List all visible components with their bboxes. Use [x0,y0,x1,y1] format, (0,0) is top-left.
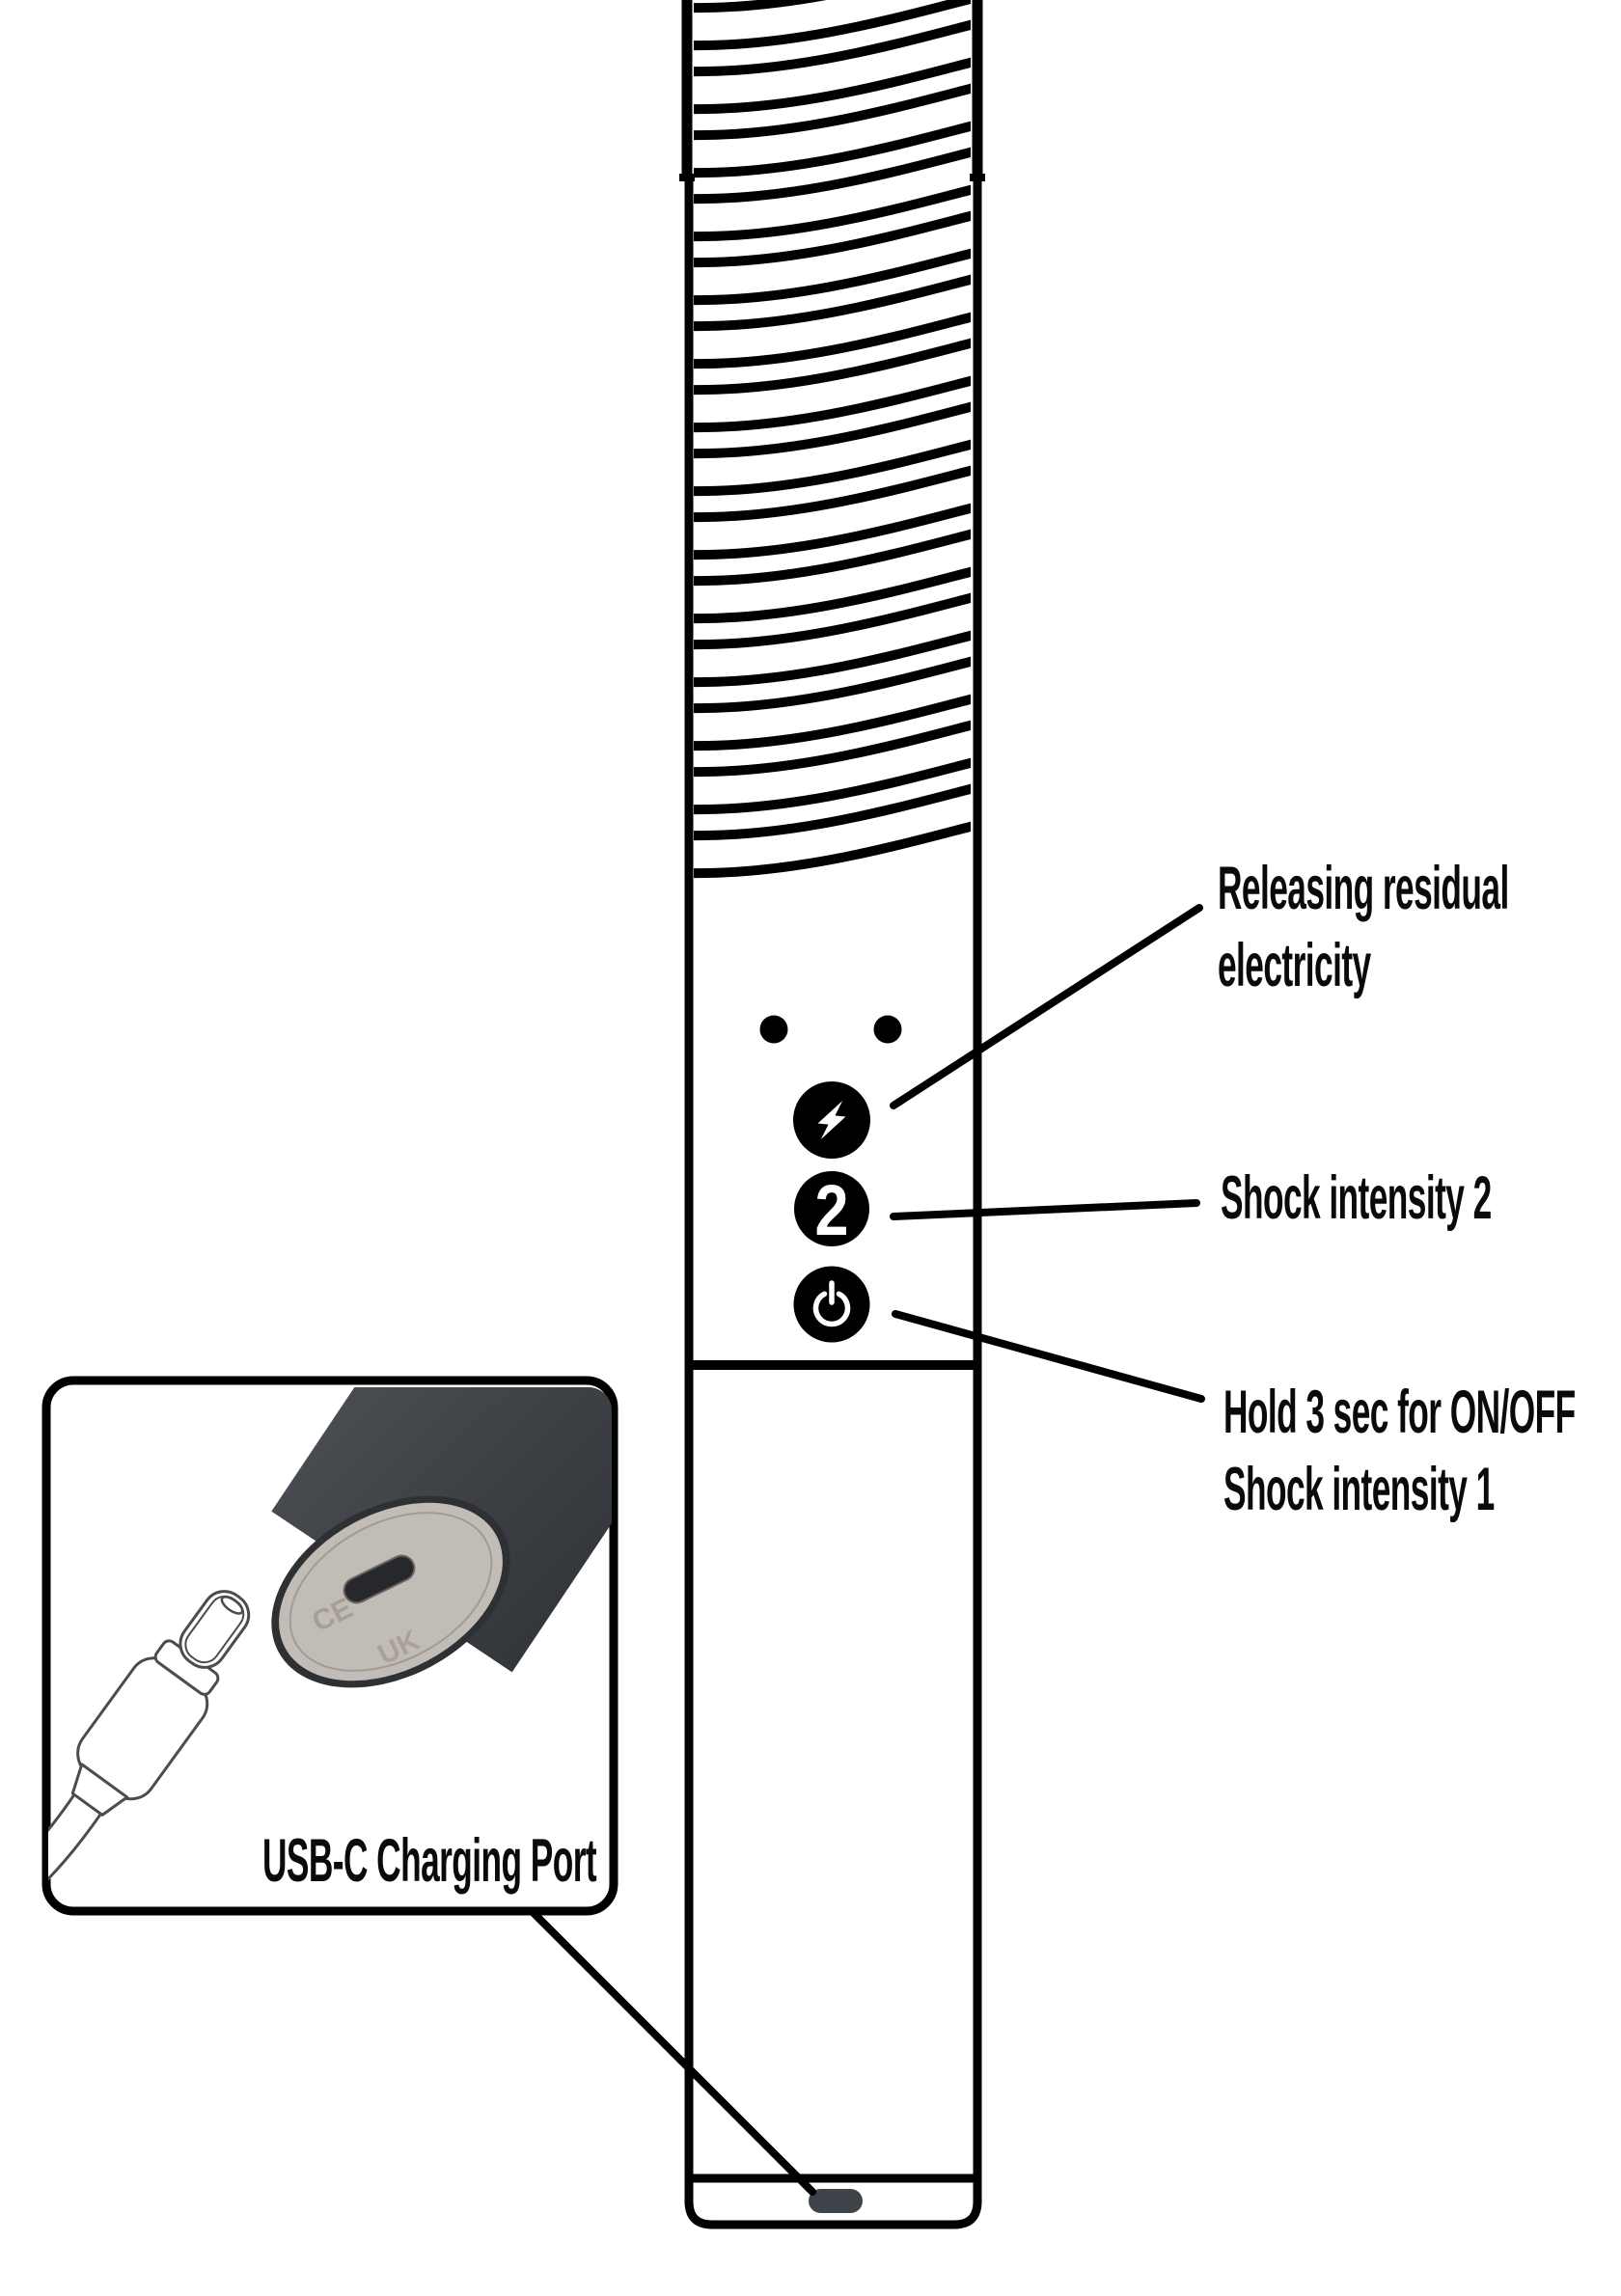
annotation-line: Hold 3 sec for ON/OFF [1223,1379,1576,1446]
usb-inset-panel: CE UK [41,1376,618,1916]
plug-cable [48,1790,105,1904]
end-cap-inner-ring [288,1512,493,1672]
leader-releasing [890,904,1203,1109]
right-contact-dot [873,1015,902,1044]
leader-lines [526,904,1205,2196]
stun-device-illustration: 2 [679,0,985,2229]
electrode-rib-arcs [694,0,971,879]
annotation-power-button: Hold 3 sec for ON/OFF Shock intensity 1 [1223,1374,1576,1528]
intensity-2-glyph: 2 [815,1170,849,1250]
lightning-bolt-icon [817,1101,846,1139]
usb-c-socket [343,1554,416,1604]
annotation-line: Shock intensity 2 [1221,1164,1492,1232]
device-charging-port-pill [809,2189,863,2213]
leader-usb [526,1905,816,2196]
left-contact-dot [759,1015,788,1044]
device-body-outline [684,178,982,2229]
discharge-button [793,1081,870,1159]
annotation-line: Shock intensity 1 [1223,1456,1495,1523]
electrode-contact-dots [759,1015,902,1044]
usb-c-plug-drawing [48,1590,251,1904]
ribbed-electrode-section [694,0,971,879]
annotation-line: USB-C Charging Port [262,1827,597,1895]
leader-shock2 [890,1199,1200,1220]
power-button [793,1266,870,1343]
power-icon [812,1280,851,1327]
leader-power [892,1310,1205,1403]
annotation-usb-c-charging-port: USB-C Charging Port [262,1822,597,1900]
device-end-photo: CE UK [271,1387,612,1688]
annotation-line: Releasing residual [1218,855,1509,922]
annotation-releasing-residual-electricity: Releasing residual electricity [1218,850,1509,1004]
plug-tip-opening [220,1596,244,1615]
device-top-segment-edges [681,0,983,178]
annotation-line: electricity [1218,932,1371,999]
intensity-2-button: 2 [794,1170,869,1250]
plug-boot [70,1763,129,1817]
annotation-shock-intensity-2: Shock intensity 2 [1221,1160,1492,1237]
